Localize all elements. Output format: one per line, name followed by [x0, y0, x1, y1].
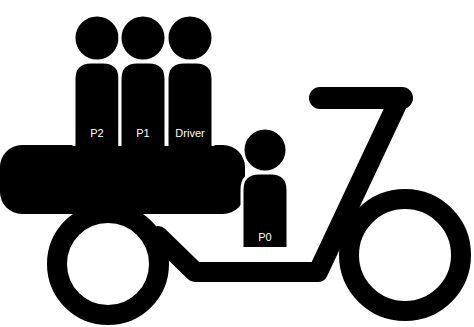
person-body [74, 62, 120, 146]
person-silhouette [241, 127, 289, 247]
person-silhouette [119, 14, 167, 146]
person-figure: P1 [119, 14, 167, 146]
front-wheel [349, 199, 461, 311]
person-silhouette [166, 14, 214, 146]
person-body [167, 62, 213, 146]
person-label: P2 [73, 127, 121, 139]
rear-wheel [57, 213, 159, 315]
person-label: Driver [166, 127, 214, 139]
person-head [120, 15, 166, 61]
cargo-box [0, 145, 245, 214]
person-label: P1 [119, 127, 167, 139]
person-body [120, 62, 166, 146]
person-head [167, 15, 213, 61]
person-head [243, 128, 287, 172]
person-figure: P2 [73, 14, 121, 146]
person-figure: P0 [241, 127, 289, 247]
person-body [242, 173, 288, 247]
handlebar [320, 87, 402, 109]
person-figure: Driver [166, 14, 214, 146]
person-label: P0 [241, 231, 289, 243]
person-head [74, 15, 120, 61]
person-silhouette [73, 14, 121, 146]
